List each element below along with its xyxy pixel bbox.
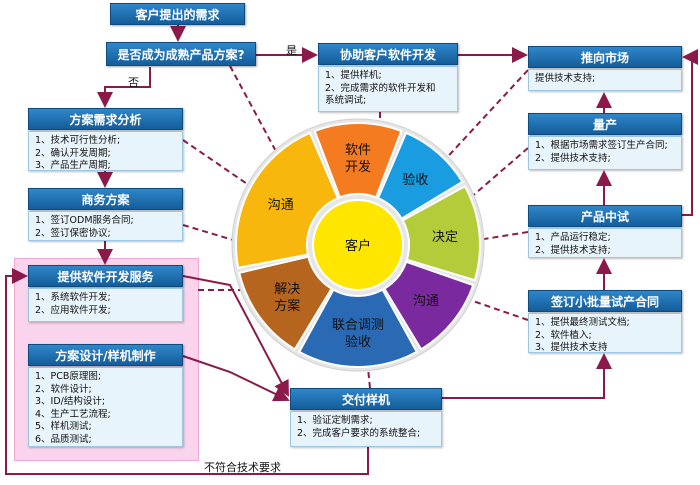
dashed-link <box>367 367 371 389</box>
business-title: 商务方案 <box>28 188 183 210</box>
mass-title: 量产 <box>528 113 682 135</box>
mass-body: 1、根据市场需求签订生产合同;2、提供技术支持; <box>528 136 682 170</box>
wheel-segment-label: 解决 <box>274 282 300 297</box>
list-item: 3、ID/结构设计; <box>35 396 106 407</box>
small-batch-title: 签订小批量试产合同 <box>528 290 682 312</box>
list-item: 系统调试; <box>325 95 367 106</box>
market-title: 推向市场 <box>528 46 682 68</box>
trial-body: 1、产品运行稳定;2、提供技术支持; <box>528 228 682 258</box>
flow-arrows <box>5 25 698 475</box>
list-item: 1、根据市场需求签订生产合同; <box>535 140 668 151</box>
software-body: 1、系统软件开发;2、应用软件开发; <box>28 288 183 322</box>
demand-box: 客户提出的需求 <box>110 3 245 25</box>
wheel-segment-label: 验收 <box>345 334 371 350</box>
dashed-link <box>182 139 257 191</box>
flow-arrow <box>442 353 612 399</box>
list-item: 4、生产工艺流程; <box>35 408 111 420</box>
list-item: 1、提供最终测试文档; <box>535 317 630 328</box>
dashed-link <box>439 69 529 166</box>
list-item: 2、应用软件开发; <box>35 304 111 316</box>
market-body: 提供技术支持; <box>528 69 682 91</box>
analysis-title: 方案需求分析 <box>28 108 183 130</box>
wheel-segment-label: 方案 <box>274 298 300 314</box>
list-item: 3、产品生产周期; <box>35 160 111 171</box>
dashed-links <box>182 65 529 389</box>
list-item: 1、验证定制需求; <box>297 415 373 426</box>
dashed-link <box>477 231 529 241</box>
list-item: 1、提供样机; <box>325 70 382 81</box>
delivery-title: 交付样机 <box>290 388 442 410</box>
flow-arrow <box>182 355 290 402</box>
design-title: 方案设计/样机制作 <box>28 344 183 366</box>
dashed-link <box>182 224 241 243</box>
wheel-segment <box>297 288 419 368</box>
trial-title: 产品中试 <box>528 205 682 227</box>
business-body: 1、签订ODM服务合同;2、签订保密协议; <box>28 211 183 241</box>
list-item: 1、PCB原理图; <box>35 371 102 382</box>
no-label: 否 <box>128 76 139 89</box>
wheel-segment-label: 软件 <box>345 143 371 158</box>
wheel-center-label: 客户 <box>345 238 371 254</box>
assist-body: 1、提供样机;2、完成需求的软件开发和系统调试; <box>318 66 458 112</box>
dashed-link <box>469 299 529 321</box>
wheel-segment <box>235 131 340 270</box>
list-item: 2、确认开发周期; <box>35 147 111 159</box>
list-item: 5、样机测试; <box>35 421 92 432</box>
list-item: 1、系统软件开发; <box>35 292 111 303</box>
list-item: 2、签订保密协议; <box>35 227 111 239</box>
wheel-segment-label: 验收 <box>402 172 428 188</box>
small-batch-body: 1、提供最终测试文档;2、软件植入;3、提供技术支持 <box>528 313 682 353</box>
flow-arrow <box>97 67 151 108</box>
flow-arrow <box>182 275 289 397</box>
wheel-segment <box>313 122 403 199</box>
wheel-segment <box>383 260 475 351</box>
list-item: 提供技术支持; <box>535 73 596 84</box>
list-item: 6、品质测试; <box>35 433 92 445</box>
assist-title: 协助客户软件开发 <box>318 43 458 65</box>
list-item: 3、提供技术支持 <box>535 342 608 353</box>
list-item: 1、技术可行性分析; <box>35 135 121 146</box>
wheel-segment <box>238 255 333 351</box>
wheel-segment-label: 开发 <box>345 159 371 175</box>
wheel-segment <box>401 184 481 282</box>
list-item: 2、提供技术支持; <box>535 244 611 256</box>
wheel-segment <box>376 131 464 220</box>
delivery-body: 1、验证定制需求;2、完成客户要求的系统整合; <box>290 411 442 447</box>
yes-label: 是 <box>286 44 297 57</box>
list-item: 1、签订ODM服务合同; <box>35 215 134 226</box>
list-item: 2、完成客户要求的系统整合; <box>297 427 421 439</box>
wheel-segment-label: 沟通 <box>268 198 294 213</box>
list-item: 2、提供技术支持; <box>535 152 611 164</box>
software-title: 提供软件开发服务 <box>28 265 183 287</box>
fail-label: 不符合技术要求 <box>204 461 281 474</box>
list-item: 1、产品运行稳定; <box>535 232 611 243</box>
decision-box: 是否成为成熟产品方案? <box>106 42 256 66</box>
flow-arrow <box>682 49 698 216</box>
wheel-segment-label: 沟通 <box>413 294 439 309</box>
design-body: 1、PCB原理图;2、软件设计;3、ID/结构设计;4、生产工艺流程;5、样机测… <box>28 367 183 447</box>
analysis-body: 1、技术可行性分析;2、确认开发周期;3、产品生产周期; <box>28 131 183 171</box>
wheel-hub <box>312 199 404 291</box>
list-item: 2、软件设计; <box>35 383 92 395</box>
wheel-segment-label: 决定 <box>432 230 458 245</box>
wheel-segment-label: 联合调测 <box>332 318 384 333</box>
flow-arrow <box>5 268 369 475</box>
list-item: 2、软件植入; <box>535 329 592 341</box>
list-item: 2、完成需求的软件开发和 <box>325 82 436 94</box>
